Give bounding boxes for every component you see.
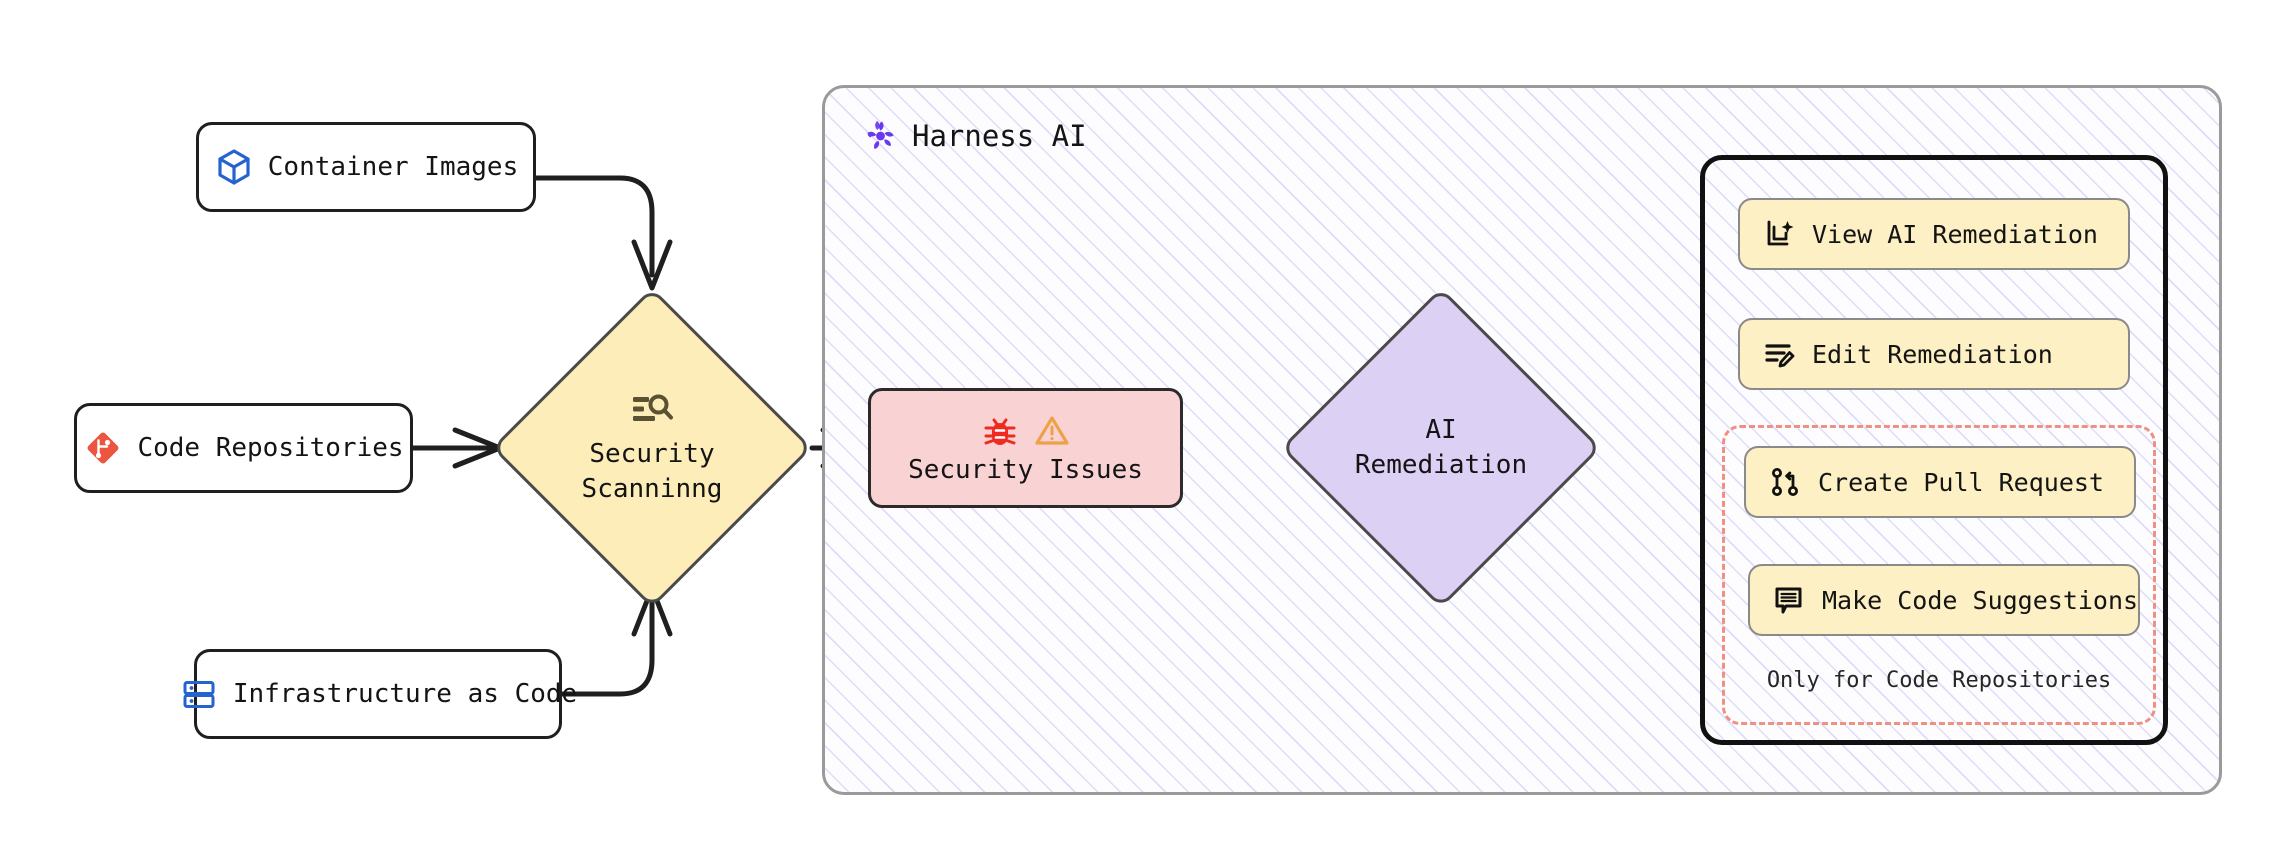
node-infrastructure-as-code[interactable]: Infrastructure as Code xyxy=(183,649,577,739)
node-container-images-label: Container Images xyxy=(267,151,519,182)
scan-search-icon xyxy=(582,389,723,429)
ai-remediation-label-line2: Remediation xyxy=(1354,450,1528,480)
action-view-ai-remediation-label: View AI Remediation xyxy=(1812,219,2098,249)
warning-triangle-icon xyxy=(1033,412,1071,450)
node-code-repositories[interactable]: Code Repositories xyxy=(74,403,413,493)
ai-remediation-label-line1: AI xyxy=(1425,414,1457,445)
document-sparkle-icon xyxy=(1762,217,1796,251)
action-view-ai-remediation[interactable]: View AI Remediation xyxy=(1738,198,2130,270)
code-repositories-only-subgroup xyxy=(1722,425,2156,725)
bug-icon xyxy=(981,412,1019,450)
node-security-scanning[interactable]: Security Scanninng xyxy=(491,287,813,609)
node-ai-remediation[interactable]: AI Remediation xyxy=(1280,287,1602,609)
action-edit-remediation-label: Edit Remediation xyxy=(1812,339,2053,369)
harness-ai-title-label: Harness AI xyxy=(912,119,1087,153)
action-create-pull-request[interactable]: Create Pull Request xyxy=(1744,446,2136,518)
arrowhead-container-images xyxy=(631,239,673,291)
node-security-issues[interactable]: Security Issues xyxy=(868,388,1183,508)
remediation-actions-group xyxy=(1700,155,2168,745)
action-make-code-suggestions[interactable]: Make Code Suggestions xyxy=(1748,564,2140,636)
security-scanning-label-line1: Security xyxy=(589,438,715,469)
security-scanning-label-line2: Scanninng xyxy=(581,474,723,504)
node-container-images[interactable]: Container Images xyxy=(196,122,536,212)
harness-ai-title: Harness AI xyxy=(862,118,1087,154)
edge-container-images-to-scanning xyxy=(533,175,655,278)
git-repo-icon xyxy=(83,428,123,468)
node-code-repositories-label: Code Repositories xyxy=(137,432,404,463)
action-edit-remediation[interactable]: Edit Remediation xyxy=(1738,318,2130,390)
cube-icon xyxy=(214,147,254,187)
comment-lines-icon xyxy=(1772,583,1806,617)
node-security-issues-label: Security Issues xyxy=(908,454,1143,485)
action-create-pull-request-label: Create Pull Request xyxy=(1818,467,2104,497)
security-issues-icon-row xyxy=(981,412,1071,450)
action-make-code-suggestions-label: Make Code Suggestions xyxy=(1822,585,2139,615)
pull-request-icon xyxy=(1768,465,1802,499)
harness-pinwheel-icon xyxy=(862,118,898,154)
node-infrastructure-as-code-label: Infrastructure as Code xyxy=(232,678,578,709)
code-repositories-only-caption: Only for Code Repositories xyxy=(1766,668,2112,693)
lines-pencil-icon xyxy=(1762,337,1796,371)
server-stack-icon xyxy=(179,674,219,714)
